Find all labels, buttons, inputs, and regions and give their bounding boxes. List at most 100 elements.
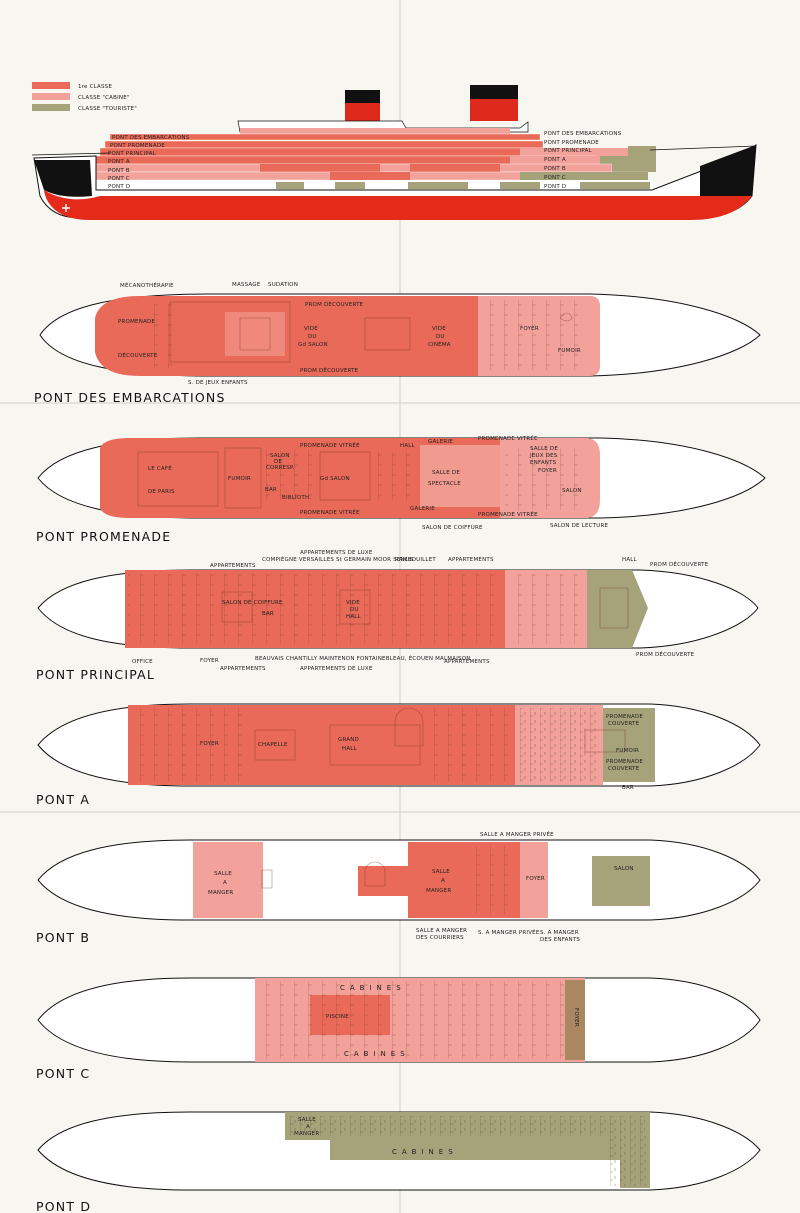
label-prom-decouverte-top: PROM DÉCOUVERTE (305, 300, 364, 308)
profile-label-left-d: PONT D (108, 184, 130, 190)
label-promenade-vitree-bottom-r: PROMENADE VITRÉE (478, 510, 538, 518)
label-vide-salon-1: VIDE (304, 326, 318, 332)
label-salle-a-manger-left-3: MANGER (208, 890, 233, 896)
label-promenade-couverte-bottom-2: COUVERTE (608, 766, 640, 772)
label-appartements-top-r: APPARTEMENTS (448, 557, 494, 563)
deck-principal: APPARTEMENTS DE LUXE COMPIÈGNE VERSAILLE… (36, 550, 759, 682)
deck-title-embarcations: PONT DES EMBARCATIONS (34, 390, 226, 405)
label-hall: HALL (622, 557, 638, 563)
label-salle-a-manger-1: SALLE (298, 1117, 316, 1123)
label-bar: BAR (262, 611, 274, 617)
legend: 1re CLASSE CLASSE "CABINE" CLASSE "TOURI… (32, 82, 137, 112)
label-foyer: FOYER (520, 326, 539, 332)
label-prom-decouverte-bottom: PROM DÉCOUVERTE (636, 650, 695, 658)
label-vide-hall-1: VIDE (346, 600, 360, 606)
label-fumoir: FUMOIR (558, 348, 581, 354)
label-luxe-names-top: COMPIÈGNE VERSAILLES St GERMAIN MOOR SEN… (262, 555, 414, 563)
deck-b: SALLE A MANGER PRIVÉE SALLE A MANGER SAL… (36, 830, 761, 945)
label-salle-a-manger-left-1: SALLE (214, 871, 232, 877)
deck-title-promenade: PONT PROMENADE (36, 529, 171, 544)
label-cabines: CABINES (392, 1148, 458, 1156)
label-foyer: FOYER (200, 658, 219, 664)
profile-label-right-d: PONT D (544, 184, 566, 190)
label-hall: HALL (400, 443, 416, 449)
label-vide-hall-2: DU (350, 607, 359, 613)
label-promenade-couverte-bottom-1: PROMENADE (606, 759, 643, 765)
label-gd-salon: Gd SALON (320, 476, 350, 482)
profile-label-left-embarcations: PONT DES EMBARCATIONS (112, 135, 190, 141)
label-prom-decouverte-bottom: PROM DÉCOUVERTE (300, 366, 359, 374)
label-cabines-bottom: CABINES (344, 1050, 410, 1058)
label-promenade-couverte-top-1: PROMENADE (606, 714, 643, 720)
label-salle-spectacle-1: SALLE DE (432, 470, 460, 476)
label-appartements-luxe-top: APPARTEMENTS DE LUXE (300, 550, 373, 556)
funnel-aft (345, 90, 380, 103)
label-salon-lecture: SALON DE LECTURE (550, 523, 608, 529)
profile-label-right-promenade: PONT PROMENADE (544, 140, 599, 146)
label-appartements-luxe-bottom: APPARTEMENTS DE LUXE (300, 666, 373, 672)
label-vide-salon-3: Gd SALON (298, 342, 328, 348)
label-grand-hall-2: HALL (342, 746, 358, 752)
label-enfants-1: S. A MANGER (540, 930, 579, 936)
label-bar: BAR (265, 487, 277, 493)
deck-d: SALLE A MANGER CABINES PONT D (36, 1111, 761, 1213)
label-salon-coiffure: SALON DE COIFFURE (422, 525, 483, 531)
label-salle-jeux-enfants-3: ENFANTS (530, 460, 557, 466)
label-grand-hall-1: GRAND (338, 737, 359, 743)
label-fumoir: FUMOIR (616, 748, 639, 754)
label-appartements-bottom: APPARTEMENTS (444, 659, 490, 665)
profile-label-right-a: PONT A (544, 157, 566, 163)
label-salon-corresp-3: CORRESP. (266, 465, 295, 471)
label-promenade-vitree-top: PROMENADE VITRÉE (300, 441, 360, 449)
ship-profile: PONT DES EMBARCATIONS PONT PROMENADE PON… (31, 85, 757, 220)
label-piscine: PISCINE (326, 1014, 349, 1020)
label-promenade-vitree-top-r: PROMENADE VITRÉE (478, 434, 538, 442)
deck-a: FOYER CHAPELLE GRAND HALL PROMENADE COUV… (36, 703, 761, 807)
profile-label-right-b: PONT B (544, 166, 566, 172)
label-le-cafe: LE CAFÉ (148, 464, 172, 472)
label-salon: SALON (562, 488, 582, 494)
profile-label-right-embarcations: PONT DES EMBARCATIONS (544, 131, 622, 137)
legend-swatch-cabine (32, 93, 70, 100)
label-salle-spectacle-2: SPECTACLE (428, 481, 461, 487)
label-foyer: FOYER (526, 876, 545, 882)
profile-labels-right: PONT DES EMBARCATIONS PONT PROMENADE PON… (544, 131, 622, 190)
label-vide-cinema-1: VIDE (432, 326, 446, 332)
deck-promenade: PROMENADE VITRÉE HALL GALERIE PROMENADE … (36, 434, 766, 544)
legend-swatch-premiere (32, 82, 70, 89)
label-galerie-top: GALERIE (428, 439, 453, 445)
deck-title-d: PONT D (36, 1199, 91, 1213)
deck-c: CABINES PISCINE CABINES FOYER PONT C (36, 977, 761, 1081)
label-fumoir: FUMOIR (228, 476, 251, 482)
label-appartements-top-l: APPARTEMENTS (210, 563, 256, 569)
label-vide-cinema-2: DU (436, 334, 445, 340)
label-salle-manger-privee: SALLE A MANGER PRIVÉE (480, 830, 554, 838)
label-salon: SALON (614, 866, 634, 872)
label-sudation: SUDATION (268, 282, 298, 288)
label-promenade-vitree-bottom: PROMENADE VITRÉE (300, 508, 360, 516)
label-massage: MASSAGE (232, 282, 261, 288)
funnel-forward (470, 85, 518, 99)
label-biblioth: BIBLIOTH. (282, 495, 311, 501)
deck-title-c: PONT C (36, 1066, 90, 1081)
label-salle-a-manger-mid-1: SALLE (432, 869, 450, 875)
label-salon-coiffure: SALON DE COIFFURE (222, 600, 283, 606)
label-de-paris: DE PARIS (148, 489, 175, 495)
label-foyer: FOYER (200, 741, 219, 747)
label-rambouillet: RAMBOUILLET (395, 557, 436, 563)
label-salle-a-manger-left-2: A (223, 880, 227, 886)
deck-title-principal: PONT PRINCIPAL (36, 667, 155, 682)
label-foyer: FOYER (573, 1008, 579, 1027)
label-cabines-top: CABINES (340, 984, 406, 992)
label-salle-a-manger-2: A (306, 1124, 310, 1130)
label-office: OFFICE (132, 659, 153, 665)
profile-label-left-promenade: PONT PROMENADE (110, 143, 165, 149)
label-prom-decouverte-top: PROM DÉCOUVERTE (650, 560, 709, 568)
label-promenade-couverte-top-2: COUVERTE (608, 721, 640, 727)
deck-title-a: PONT A (36, 792, 90, 807)
label-decouverte: DÉCOUVERTE (118, 351, 158, 359)
label-s-manger-privee: S. A MANGER PRIVÉE (478, 928, 540, 936)
profile-labels-left: PONT DES EMBARCATIONS PONT PROMENADE PON… (108, 135, 190, 190)
label-salon-corresp-2: DE (274, 459, 282, 465)
